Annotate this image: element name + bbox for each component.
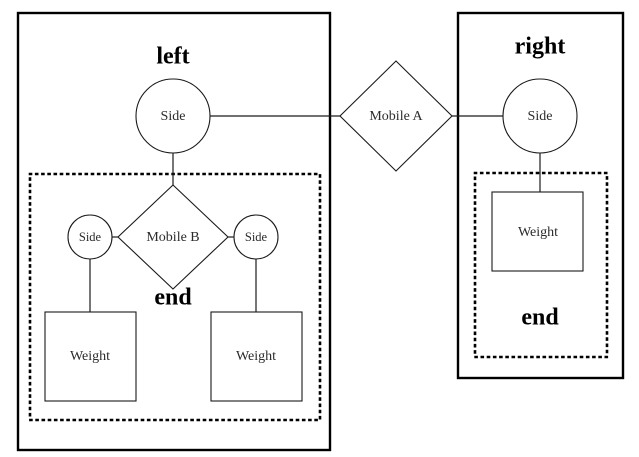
right-side-inner-label: Side — [245, 230, 268, 244]
group-right-box[interactable] — [456, 11, 625, 380]
weight-left-label: Weight — [70, 349, 110, 364]
node-mobile-b[interactable]: Mobile B — [117, 184, 229, 290]
node-right-side-inner[interactable]: Side — [233, 214, 279, 260]
weight-r-rect[interactable] — [491, 191, 584, 272]
node-left-side-inner[interactable]: Side — [67, 214, 113, 260]
group-label-left: left — [156, 44, 189, 70]
node-weight-left[interactable]: Weight — [44, 311, 137, 402]
weight-r-label: Weight — [518, 225, 558, 240]
group-label-right-end: end — [521, 305, 559, 331]
left-side-inner-circle[interactable] — [67, 214, 113, 260]
node-left-side-top[interactable]: Side — [135, 78, 211, 154]
group-label-right: right — [515, 34, 566, 60]
mobile-a-diamond[interactable] — [339, 60, 453, 172]
mobile-a-label: Mobile A — [369, 109, 423, 124]
group-left-box[interactable] — [16, 11, 332, 452]
node-right-side-top[interactable]: Side — [502, 78, 578, 154]
group-labels: left right end end — [154, 34, 565, 331]
weight-right-rect[interactable] — [210, 311, 303, 402]
group-right-end-box[interactable] — [473, 171, 609, 359]
weight-left-rect[interactable] — [44, 311, 137, 402]
right-side-top-label: Side — [528, 109, 553, 124]
node-weight-r[interactable]: Weight — [491, 191, 584, 272]
edges — [89, 115, 541, 312]
weight-right-label: Weight — [236, 349, 276, 364]
mobile-b-diamond[interactable] — [117, 184, 229, 290]
group-left-end-box[interactable] — [28, 172, 322, 422]
right-side-top-circle[interactable] — [502, 78, 578, 154]
left-side-top-label: Side — [161, 109, 186, 124]
node-mobile-a[interactable]: Mobile A — [339, 60, 453, 172]
right-side-inner-circle[interactable] — [233, 214, 279, 260]
group-containers — [16, 11, 625, 452]
left-side-top-circle[interactable] — [135, 78, 211, 154]
left-side-inner-label: Side — [79, 230, 102, 244]
group-label-left-end: end — [154, 285, 192, 311]
node-weight-right[interactable]: Weight — [210, 311, 303, 402]
mobile-b-label: Mobile B — [146, 230, 199, 245]
